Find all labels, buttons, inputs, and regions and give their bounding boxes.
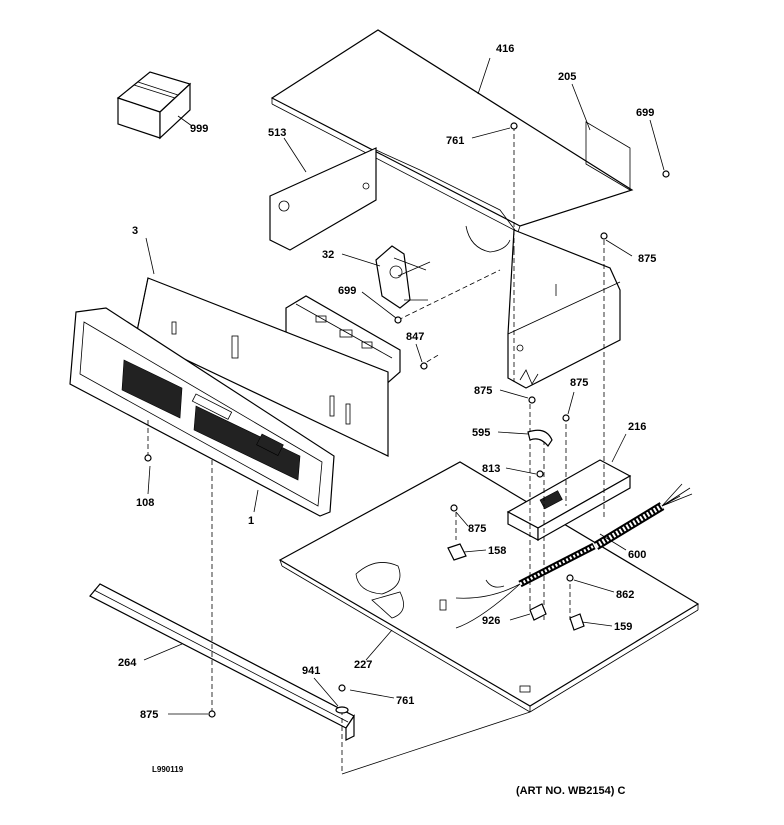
screw-813 bbox=[536, 470, 544, 478]
screw-761-bottom bbox=[338, 684, 346, 692]
clip-926 bbox=[529, 603, 547, 621]
label-699-fan: 699 bbox=[338, 285, 356, 297]
label-761-bottom: 761 bbox=[396, 695, 414, 707]
label-813: 813 bbox=[482, 463, 500, 475]
back-panel-513 bbox=[269, 147, 516, 253]
trim-strip-264 bbox=[89, 583, 355, 741]
washer-941 bbox=[335, 706, 349, 714]
label-108: 108 bbox=[136, 497, 154, 509]
label-264: 264 bbox=[118, 657, 137, 669]
label-32: 32 bbox=[322, 249, 334, 261]
label-595: 595 bbox=[472, 427, 490, 439]
screw-875-mid2 bbox=[562, 414, 570, 422]
screw-699-fan bbox=[394, 316, 402, 324]
screw-875-mid bbox=[528, 396, 536, 404]
screw-761-top bbox=[510, 122, 518, 130]
screw-875-plate bbox=[450, 504, 458, 512]
label-875-right: 875 bbox=[638, 253, 656, 265]
art-number: (ART NO. WB2154) C bbox=[516, 785, 625, 797]
clamp-595 bbox=[527, 429, 553, 448]
screw-699-right bbox=[662, 170, 670, 178]
screw-862 bbox=[566, 574, 574, 582]
top-cover-416 bbox=[270, 29, 634, 233]
label-416: 416 bbox=[496, 43, 514, 55]
power-cord-600 bbox=[455, 483, 693, 629]
vent-mesh-205 bbox=[585, 121, 631, 191]
fan-assembly-32 bbox=[375, 245, 431, 309]
drawing-code: L990119 bbox=[152, 765, 184, 774]
label-216: 216 bbox=[628, 421, 646, 433]
inner-panel-3 bbox=[135, 277, 389, 457]
box-part-999 bbox=[116, 71, 192, 140]
label-875-mid2: 875 bbox=[570, 377, 588, 389]
label-205: 205 bbox=[558, 71, 576, 83]
screw-875-right bbox=[600, 232, 608, 240]
screw-108 bbox=[144, 454, 152, 462]
part-labels: 416 205 699 999 513 761 3 875 32 699 847… bbox=[118, 43, 656, 721]
screw-847 bbox=[420, 362, 428, 370]
clip-158 bbox=[447, 543, 467, 561]
label-3: 3 bbox=[132, 225, 138, 237]
screw-875-bottom bbox=[208, 710, 216, 718]
label-513: 513 bbox=[268, 127, 286, 139]
label-875-mid: 875 bbox=[474, 385, 492, 397]
label-862: 862 bbox=[616, 589, 634, 601]
label-941: 941 bbox=[302, 665, 320, 677]
leader-lines bbox=[143, 57, 665, 715]
assembly-guide-lines bbox=[147, 126, 605, 775]
label-158: 158 bbox=[488, 545, 506, 557]
label-875-bottom: 875 bbox=[140, 709, 158, 721]
label-699-top: 699 bbox=[636, 107, 654, 119]
label-227: 227 bbox=[354, 659, 372, 671]
label-600: 600 bbox=[628, 549, 646, 561]
label-999: 999 bbox=[190, 123, 208, 135]
label-761-top: 761 bbox=[446, 135, 464, 147]
fasteners bbox=[144, 122, 670, 718]
clip-159 bbox=[569, 613, 585, 631]
label-847: 847 bbox=[406, 331, 424, 343]
label-159: 159 bbox=[614, 621, 632, 633]
side-panel-right bbox=[507, 229, 621, 389]
display-window bbox=[121, 359, 301, 481]
label-926: 926 bbox=[482, 615, 500, 627]
label-1: 1 bbox=[248, 515, 254, 527]
junction-box-216 bbox=[506, 459, 632, 542]
bottom-plate-227 bbox=[278, 461, 700, 713]
front-control-panel-1 bbox=[69, 307, 335, 517]
label-875-plate: 875 bbox=[468, 523, 486, 535]
